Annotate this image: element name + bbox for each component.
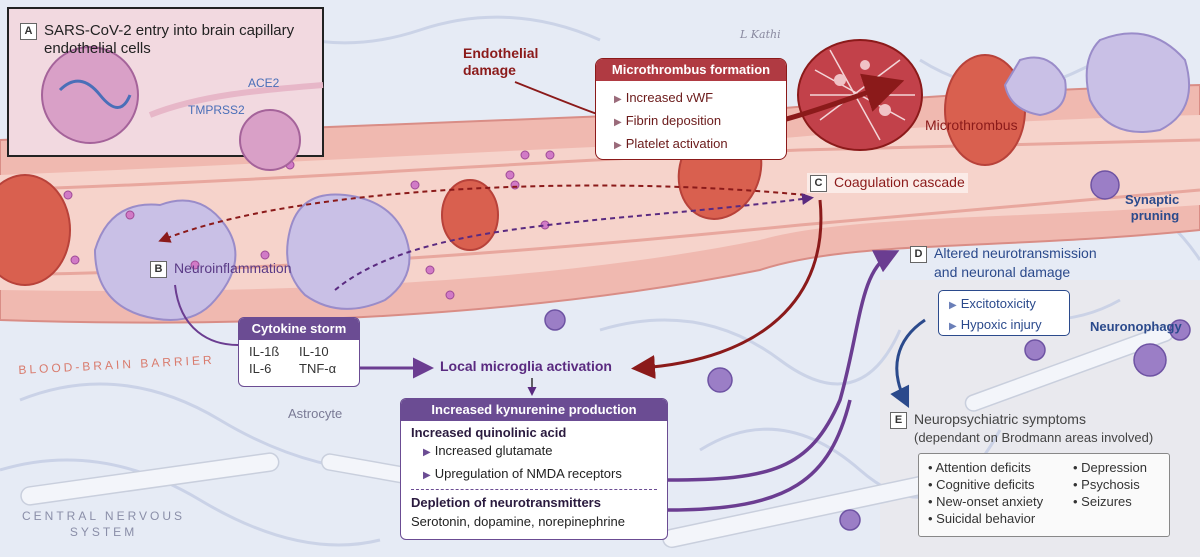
local-microglia-activation-label: Local microglia activation xyxy=(440,358,612,374)
astrocyte-label: Astrocyte xyxy=(288,406,343,421)
depletion-label: Depletion of neurotransmitters xyxy=(411,495,601,510)
badge-c: C xyxy=(810,175,827,192)
endothelial-damage-line1: Endothelial xyxy=(463,45,539,61)
badge-b: B xyxy=(150,261,167,278)
cytokine-il10: IL-10 xyxy=(299,344,329,359)
list-item: • Cognitive deficits xyxy=(928,477,1035,492)
endothelial-damage-label: Endothelial damage xyxy=(463,45,538,79)
microthrombus-label: Microthrombus xyxy=(925,117,1018,133)
list-item: • Seizures xyxy=(1073,494,1132,509)
dashed-arrow-coagulation-to-b xyxy=(158,184,806,243)
badge-a: A xyxy=(20,23,37,40)
divider xyxy=(411,489,657,490)
synaptic-pruning-label: Synaptic pruning xyxy=(1125,192,1180,223)
cytokine-grid: IL-1ß IL-10 IL-6 TNF-α xyxy=(239,340,359,377)
neuropsychiatric-subtitle: (dependant on Brodmann areas involved) xyxy=(914,430,1154,445)
list-item: ▶Platelet activation xyxy=(614,136,728,151)
list-item: • Depression xyxy=(1073,460,1147,475)
neuropsychiatric-symptoms-box: • Attention deficits • Cognitive deficit… xyxy=(918,453,1170,537)
list-item: ▶Excitotoxicity xyxy=(949,296,1036,311)
kynurenine-box: Increased kynurenine production Increase… xyxy=(400,398,668,540)
panel-a-title-line2: endothelial cells xyxy=(44,40,151,57)
arrow-kynurenine-to-d xyxy=(667,250,900,482)
list-item: ▶Upregulation of NMDA receptors xyxy=(423,466,622,481)
cytokine-storm-box: Cytokine storm IL-1ß IL-10 IL-6 TNF-α xyxy=(238,317,360,387)
kynurenine-header: Increased kynurenine production xyxy=(401,399,667,421)
arrow-to-microthrombus xyxy=(782,73,905,123)
tmprss2-label: TMPRSS2 xyxy=(188,103,245,117)
microthrombus-formation-header: Microthrombus formation xyxy=(596,59,786,81)
excitotoxicity-list: ▶Excitotoxicity ▶Hypoxic injury xyxy=(939,291,1069,335)
neuronophagy-label: Neuronophagy xyxy=(1090,319,1182,334)
list-item: • New-onset anxiety xyxy=(928,494,1044,509)
list-item: ▶Fibrin deposition xyxy=(614,113,722,128)
panel-a-title: A SARS-CoV-2 entry into brain capillary e… xyxy=(20,22,294,58)
neurotransmitters-list: Serotonin, dopamine, norepinephrine xyxy=(411,514,625,529)
symptoms-col1: • Attention deficits • Cognitive deficit… xyxy=(928,459,1073,527)
badge-e: E xyxy=(890,412,907,429)
panel-a-title-line1: SARS-CoV-2 entry into brain capillary xyxy=(44,22,295,39)
ace2-label: ACE2 xyxy=(248,76,280,90)
list-item: ▶Increased vWF xyxy=(614,90,714,105)
kynurenine-body: Increased quinolinic acid ▶Increased glu… xyxy=(401,421,667,530)
neuron-cells xyxy=(544,170,1191,531)
symptoms-grid: • Attention deficits • Cognitive deficit… xyxy=(919,454,1169,527)
endothelial-damage-line2: damage xyxy=(463,62,516,78)
microthrombus-formation-list: ▶Increased vWF ▶Fibrin deposition ▶Plate… xyxy=(596,81,786,156)
list-item: • Suicidal behavior xyxy=(928,511,1036,526)
dashed-arrow-b-to-coagulation xyxy=(334,193,814,291)
artist-signature: L Kathi xyxy=(740,28,781,41)
cytokine-il1b: IL-1ß xyxy=(249,344,280,359)
symptoms-col2: • Depression • Psychosis • Seizures xyxy=(1073,459,1147,527)
list-item: ▶Hypoxic injury xyxy=(949,317,1042,332)
arrow-b-to-cytokine xyxy=(174,284,239,346)
arrow-coagulation-to-microglia xyxy=(631,199,823,379)
quinolinic-acid-label: Increased quinolinic acid xyxy=(411,425,567,440)
list-item: • Psychosis xyxy=(1073,477,1140,492)
cytokine-storm-header: Cytokine storm xyxy=(239,318,359,340)
cytokine-tnfa: TNF-α xyxy=(299,361,337,376)
arrow-excito-to-e xyxy=(890,318,926,409)
list-item: ▶Increased glutamate xyxy=(423,443,553,458)
arrow-depletion-to-d xyxy=(667,399,852,512)
cytokine-il6: IL-6 xyxy=(249,361,272,376)
excitotoxicity-box: ▶Excitotoxicity ▶Hypoxic injury xyxy=(938,290,1070,336)
microglia-cells xyxy=(93,32,1191,321)
badge-d: D xyxy=(910,246,927,263)
list-item: • Attention deficits xyxy=(928,460,1031,475)
central-nervous-system-label: CENTRAL NERVOUS SYSTEM xyxy=(22,509,186,539)
microthrombus-formation-box: Microthrombus formation ▶Increased vWF ▶… xyxy=(595,58,787,160)
